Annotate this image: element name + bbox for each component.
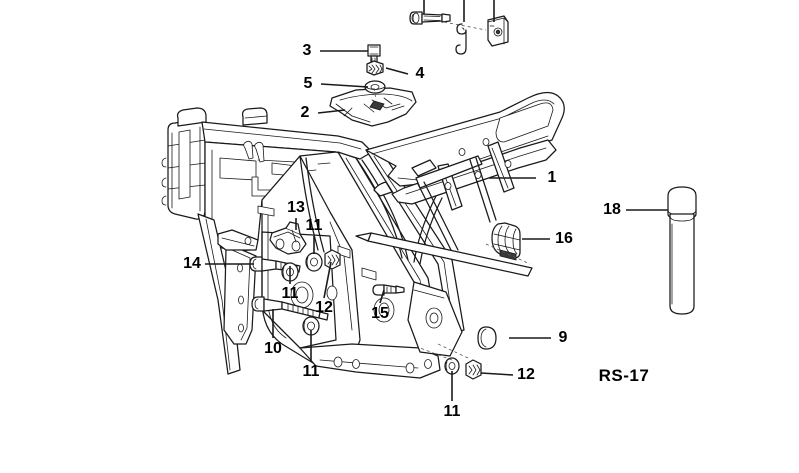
callout-number-10[interactable]: 10 bbox=[264, 340, 282, 357]
spring-hook-wire-art bbox=[455, 23, 467, 55]
callout-number-11[interactable]: 11 bbox=[305, 217, 323, 234]
dashed-pointer-lines bbox=[373, 21, 531, 361]
callout-number-11[interactable]: 11 bbox=[281, 285, 299, 302]
rear-subframe-art bbox=[365, 91, 565, 265]
callout-number-18[interactable]: 18 bbox=[603, 201, 621, 218]
callout-number-3[interactable]: 3 bbox=[302, 42, 312, 59]
callout-number-2[interactable]: 2 bbox=[300, 104, 310, 121]
leader-line-12 bbox=[323, 261, 332, 299]
hex-nut-art bbox=[324, 249, 482, 380]
callout-number-13[interactable]: 13 bbox=[287, 199, 305, 216]
callout-number-4[interactable]: 4 bbox=[415, 65, 425, 82]
top-edge-leader-lines bbox=[423, 0, 495, 22]
touch-up-spray-bottle-art bbox=[667, 186, 697, 315]
callout-number-16[interactable]: 16 bbox=[555, 230, 573, 247]
callout-number-12[interactable]: 12 bbox=[517, 366, 535, 383]
callout-number-15[interactable]: 15 bbox=[371, 305, 389, 322]
callout-number-1[interactable]: 1 bbox=[547, 169, 557, 186]
plain-washer-art bbox=[281, 252, 460, 375]
pan-head-screw-art bbox=[409, 11, 451, 25]
speed-clip-nut-art bbox=[487, 15, 509, 47]
blanking-plug-cap-art bbox=[477, 326, 497, 350]
leader-line-12 bbox=[480, 372, 514, 376]
callout-number-14[interactable]: 14 bbox=[183, 255, 201, 272]
leader-line-5 bbox=[320, 83, 369, 88]
callout-number-9[interactable]: 9 bbox=[558, 329, 568, 346]
leader-line-4 bbox=[385, 67, 409, 75]
grease-nipple-fitting-art bbox=[372, 284, 405, 296]
motorcycle-main-frame-art bbox=[161, 107, 465, 379]
callout-leader-lines bbox=[205, 50, 668, 401]
callout-number-12[interactable]: 12 bbox=[315, 299, 333, 316]
small-mount-bracket-art bbox=[269, 221, 307, 255]
callout-number-11[interactable]: 11 bbox=[443, 403, 461, 420]
callout-number-5[interactable]: 5 bbox=[303, 75, 313, 92]
long-hex-bolt-art bbox=[251, 296, 329, 321]
frame-pointer-arrow bbox=[355, 232, 533, 277]
leader-line-15 bbox=[379, 289, 385, 304]
lock-nut-art bbox=[366, 60, 384, 76]
engine-guard-plate-art bbox=[329, 87, 417, 127]
sheet-code-label: RS-17 bbox=[598, 366, 650, 385]
cable-retaining-clip-art bbox=[491, 222, 521, 261]
leader-line-2 bbox=[317, 109, 346, 114]
callout-number-11[interactable]: 11 bbox=[302, 363, 320, 380]
